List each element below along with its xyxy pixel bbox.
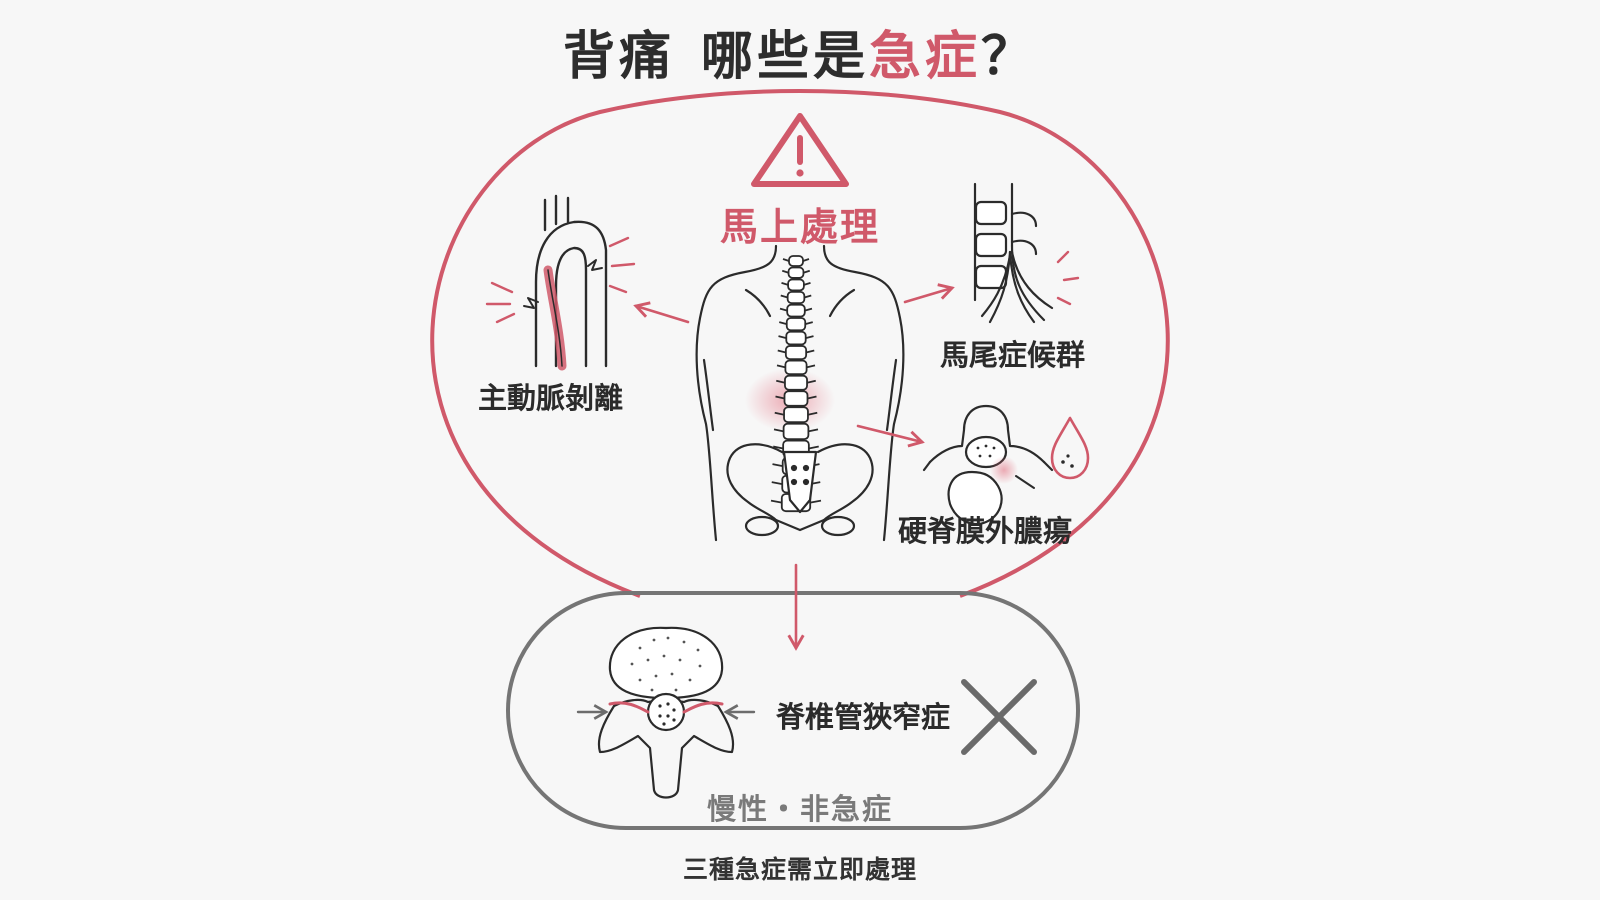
vertebra-process — [779, 307, 813, 312]
vertebra-process — [775, 395, 817, 400]
title-mark: ？ — [981, 27, 1038, 87]
title-part1: 背痛 — [562, 27, 675, 87]
vertebra — [783, 390, 809, 407]
urgent-label: 馬上處理 — [719, 205, 880, 249]
page-title: 背痛哪些是急症？ — [0, 14, 1600, 89]
bone-texture-dot — [696, 648, 700, 652]
title-accent: 急症 — [869, 27, 982, 87]
warning-icon — [751, 113, 849, 187]
urgent-ellipse — [430, 89, 1170, 598]
cauda-equina-illustration — [973, 182, 1080, 324]
bone-texture-dot — [654, 674, 658, 678]
bone-texture-dot — [646, 658, 650, 662]
bone-texture-dot — [678, 658, 682, 662]
pelvis — [726, 443, 874, 537]
vertebra-process — [779, 321, 813, 325]
vertebra-process — [770, 499, 822, 504]
caption: 三種急症需立即處理 — [682, 855, 917, 884]
vertebra-process — [781, 269, 811, 274]
epidural-abscess-illustration — [922, 404, 1090, 526]
vertebra-process — [776, 379, 816, 384]
vertebra-process — [780, 294, 812, 299]
vertebra — [784, 359, 808, 376]
vertebra — [786, 290, 806, 305]
vertebra-process — [774, 411, 818, 416]
vertebra — [785, 317, 807, 332]
bone-texture-dot — [674, 688, 678, 692]
bone-texture-dot — [698, 664, 702, 668]
bone-texture-dot — [638, 646, 642, 650]
stenosis-illustration — [597, 626, 735, 799]
title-part2: 哪些是 — [700, 27, 869, 87]
bone-texture-dot — [662, 654, 666, 658]
spinal-stenosis-label: 脊椎管狹窄症 — [776, 700, 951, 734]
vertebra — [787, 266, 805, 279]
vertebra-process — [778, 335, 814, 339]
aortic-dissection-label: 主動脈剝離 — [478, 381, 624, 415]
vertebra — [784, 345, 808, 361]
cross-icon — [961, 679, 1037, 755]
vertebra — [783, 406, 809, 424]
vertebra — [786, 303, 806, 318]
vertebra-process — [782, 258, 810, 262]
bone-texture-dot — [652, 638, 656, 642]
vertebra — [785, 330, 807, 346]
cauda-equina-label: 馬尾症候群 — [940, 338, 1086, 372]
vertebra-process — [773, 428, 819, 433]
drop-icon — [1050, 416, 1090, 480]
chronic-status-label: 慢性・非急症 — [706, 792, 893, 826]
bone-texture-dot — [666, 636, 670, 640]
epidural-abscess-label: 硬脊膜外膿瘍 — [898, 514, 1073, 548]
vertebra — [787, 278, 805, 292]
bone-texture-dot — [650, 688, 654, 692]
non-urgent-capsule — [506, 591, 1080, 830]
torso-figure — [695, 244, 905, 542]
vertebra-process — [773, 445, 819, 450]
aorta-illustration — [485, 194, 636, 371]
bone-texture-dot — [682, 640, 686, 644]
vertebra — [788, 255, 804, 267]
bone-texture-dot — [670, 672, 674, 676]
vertebra-process — [781, 282, 811, 286]
vertebra-process — [776, 364, 816, 369]
bone-texture-dot — [638, 678, 642, 682]
bone-texture-dot — [688, 678, 692, 682]
urgent-arrows — [633, 283, 955, 651]
bone-texture-dot — [630, 662, 634, 666]
vertebra-process — [777, 349, 815, 354]
vertebra — [782, 422, 810, 441]
vertebra — [784, 374, 808, 391]
